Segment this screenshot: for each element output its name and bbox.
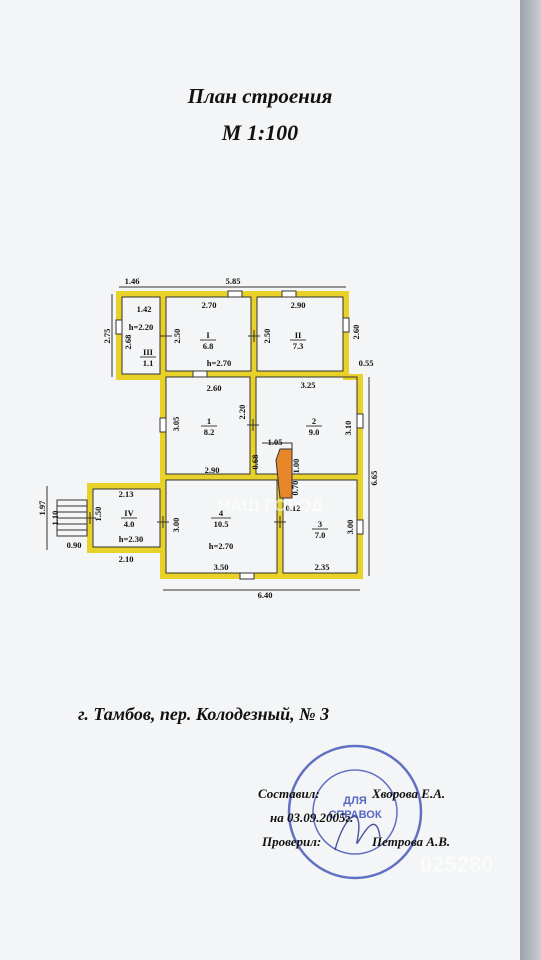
dimension-label: 0.70: [290, 481, 300, 496]
address: г. Тамбов, пер. Колодезный, № 3: [78, 704, 330, 724]
dimension-label: 2.50: [172, 329, 182, 344]
room-number: III: [143, 347, 154, 357]
plan-title: План строения: [187, 84, 333, 108]
dimension-label: 5.85: [226, 276, 241, 286]
room-area: 10.5: [214, 519, 229, 529]
room-height: h=2.70: [209, 541, 233, 551]
room-number: 1: [207, 416, 211, 426]
dimension-label: 0.12: [286, 503, 301, 513]
dimension-label: 2.50: [262, 329, 272, 344]
watermark-text: НАШ ГОРОД: [218, 496, 324, 515]
dimension-label: 1.42: [137, 304, 152, 314]
room-area: 9.0: [309, 427, 320, 437]
dimension-label: 2.20: [237, 405, 247, 420]
room-number: IV: [124, 508, 134, 518]
checked-label: Проверил:: [262, 834, 322, 849]
dimension-label: 1.50: [93, 507, 103, 522]
room-number: 2: [312, 416, 316, 426]
room-area: 7.3: [293, 341, 304, 351]
stairwell: [275, 448, 293, 499]
dimension-label: 0.90: [67, 540, 82, 550]
dimension-label: 2.13: [119, 489, 134, 499]
room-area: 8.2: [204, 427, 215, 437]
room-number: 4: [219, 508, 224, 518]
background-edge: [520, 0, 541, 960]
round-seal: ДЛЯ СПРАВОК: [287, 744, 423, 880]
room-height: h=2.30: [119, 534, 143, 544]
dimension-label: 2.10: [119, 554, 134, 564]
dimension-label: 2.90: [291, 300, 306, 310]
window-mark: [227, 290, 243, 298]
dimension-label: 2.60: [207, 383, 222, 393]
date-line: на 03.09.2005г.: [270, 810, 354, 825]
dimension-label: 1.10: [50, 511, 60, 526]
dimension-label: 2.68: [123, 335, 133, 350]
room-number: II: [295, 330, 302, 340]
dimension-label: 1.05: [268, 437, 283, 447]
dimension-label: 3.25: [301, 380, 316, 390]
dimension-label: 3.00: [345, 520, 355, 535]
dimension-label: 1.00: [291, 459, 301, 474]
dimension-label: 0.55: [359, 358, 374, 368]
dimension-label: 1.46: [125, 276, 140, 286]
svg-text:ДЛЯ: ДЛЯ: [343, 795, 367, 807]
compiled-label: Составил:: [258, 786, 320, 801]
wall-lower-block: [160, 474, 363, 579]
dimension-label: 2.75: [102, 329, 112, 344]
dimension-label: 3.50: [214, 562, 229, 572]
plan-scale: М 1:100: [221, 120, 299, 145]
dimension-label: 3.05: [171, 417, 181, 432]
dimension-label: 6.65: [369, 471, 379, 486]
dimension-label: 6.40: [258, 590, 273, 600]
room-area: 6.8: [203, 341, 214, 351]
dimension-label: 1.97: [37, 500, 47, 516]
dimension-label: 2.35: [315, 562, 330, 572]
dimension-label: 2.70: [202, 300, 217, 310]
wall-annex-iii: [116, 291, 166, 380]
watermark-number: 025280: [420, 852, 494, 877]
dimension-label: 2.90: [205, 465, 220, 475]
dimension-label: 3.00: [171, 518, 181, 533]
dimension-label: 0.68: [250, 455, 260, 470]
room-area: 4.0: [124, 519, 135, 529]
floor-plan: I 6.8 II 7.3 III 1.1 1 8.2 2 9.0 IV 4.0 …: [37, 276, 379, 600]
room-height: h=2.70: [207, 358, 231, 368]
dimension-label: 3.10: [343, 421, 353, 436]
room-area: 7.0: [315, 530, 326, 540]
room-height: h=2.20: [129, 322, 153, 332]
checked-name: Петрова А.В.: [372, 834, 451, 849]
room-number: 3: [318, 519, 322, 529]
wall-middle-block: [160, 371, 363, 480]
compiled-name: Хворова Е.А.: [372, 786, 446, 801]
room-area: 1.1: [143, 358, 154, 368]
svg-text:СПРАВОК: СПРАВОК: [328, 809, 381, 821]
dimension-label: 2.60: [351, 325, 361, 340]
room-number: I: [206, 330, 210, 340]
